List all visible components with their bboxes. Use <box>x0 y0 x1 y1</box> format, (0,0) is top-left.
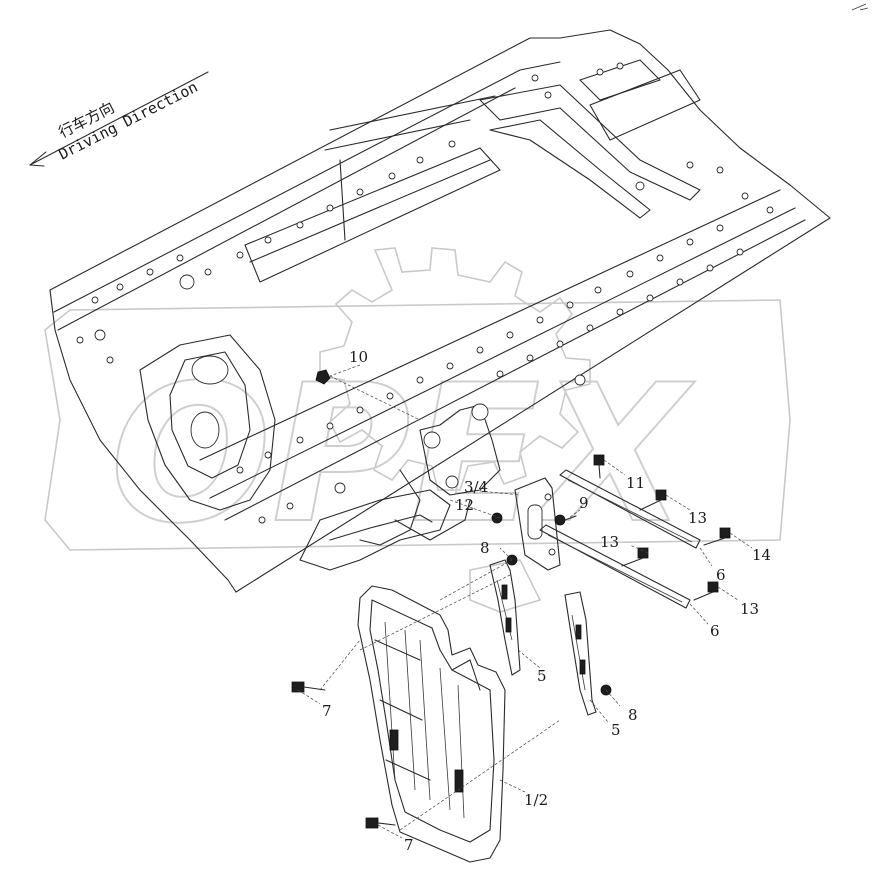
callout-5-left: 5 <box>537 667 547 685</box>
callout-6-lower: 6 <box>710 622 720 640</box>
callout-6-upper: 6 <box>716 566 726 584</box>
mounting-strip-lower <box>539 524 691 609</box>
mudguard-part <box>357 585 506 863</box>
bolt-7a <box>291 681 326 693</box>
bolt-14 <box>703 527 731 546</box>
callout-9: 9 <box>579 494 589 512</box>
watermark-logo: OPEX <box>44 247 791 613</box>
driving-direction-indicator: 行车方向 Driving Direction <box>29 71 209 167</box>
rail-holes <box>76 62 774 524</box>
mounting-plate <box>514 477 561 571</box>
callout-10: 10 <box>349 348 368 366</box>
mounting-strip-upper <box>559 469 701 549</box>
callout-1-2: 1/2 <box>524 791 548 809</box>
callout-13-middle: 13 <box>600 533 619 551</box>
frame-chassis <box>49 29 831 593</box>
callout-7-lower: 7 <box>404 836 414 854</box>
callout-13-upper: 13 <box>688 509 707 527</box>
callout-8-lower: 8 <box>628 706 638 724</box>
nut-12 <box>491 512 503 524</box>
callout-11: 11 <box>626 474 645 492</box>
callout-5-right: 5 <box>611 721 621 739</box>
callout-14: 14 <box>752 546 771 564</box>
bolt-10 <box>315 369 331 385</box>
callout-3-4: 3/4 <box>464 478 488 496</box>
leader-lines <box>297 364 753 839</box>
bolt-13c <box>693 581 719 601</box>
callout-labels: 10 3/4 12 9 11 13 13 14 6 13 6 8 5 8 5 7… <box>322 348 771 854</box>
support-bracket-right <box>564 591 597 716</box>
callout-12: 12 <box>455 496 474 514</box>
callout-7-upper: 7 <box>322 702 332 720</box>
bolt-7b <box>365 817 396 829</box>
callout-8-upper: 8 <box>480 539 490 557</box>
callout-13-lower: 13 <box>740 600 759 618</box>
corner-mark <box>851 3 869 11</box>
